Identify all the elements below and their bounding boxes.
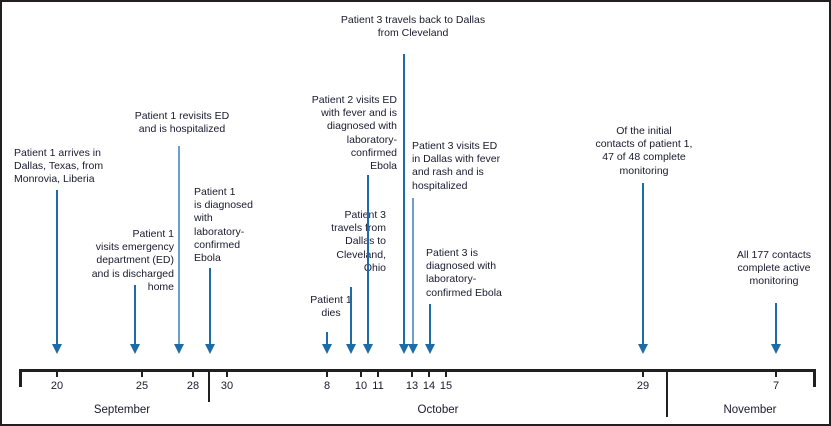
arrow-head-icon — [637, 344, 648, 354]
arrow-head-icon — [345, 344, 356, 354]
axis-tick-14 — [428, 369, 430, 377]
arrow-stem — [428, 304, 432, 345]
arrow-head-icon — [424, 344, 435, 354]
arrow-p3-travels — [343, 287, 359, 354]
arrow-p1-dies — [319, 332, 335, 354]
divider-oct-nov — [666, 372, 668, 417]
axis-tick-label-13: 13 — [405, 380, 419, 392]
arrow-head-icon — [173, 344, 184, 354]
axis-tick-20 — [56, 369, 58, 377]
axis-tick-10 — [360, 369, 362, 377]
note-p1-revisits: Patient 1 revisits ED and is hospitalize… — [134, 110, 230, 136]
axis-tick-30 — [226, 369, 228, 377]
axis-tick-label-28: 28 — [186, 380, 200, 392]
arrow-stem — [349, 287, 353, 345]
axis-tick-8 — [326, 369, 328, 377]
axis-month-september: September — [93, 404, 151, 416]
axis-tick-29 — [642, 369, 644, 377]
arrow-stem — [774, 303, 778, 345]
axis-bar — [19, 369, 816, 372]
axis-tick-28 — [192, 369, 194, 377]
axis-tick-label-29: 29 — [636, 380, 650, 392]
axis-tick-13 — [411, 369, 413, 377]
arrow-stem — [366, 175, 370, 345]
axis-tick-25 — [141, 369, 143, 377]
axis-tick-label-20: 20 — [50, 380, 64, 392]
axis-tick-label-30: 30 — [220, 380, 234, 392]
axis-endcap-left — [19, 369, 22, 387]
arrow-head-icon — [770, 344, 781, 354]
arrow-stem — [55, 190, 59, 345]
arrow-head-icon — [398, 344, 409, 354]
note-p1-ed-discharged: Patient 1 visits emergency department (E… — [91, 228, 174, 293]
axis-tick-label-7: 7 — [772, 380, 780, 392]
arrow-head-icon — [51, 344, 62, 354]
arrow-stem — [411, 198, 415, 345]
divider-sept-oct — [208, 372, 210, 402]
arrow-p1-revisits — [171, 146, 187, 354]
note-p3-visits-ed: Patient 3 visits ED in Dallas with fever… — [412, 140, 501, 192]
note-p1-diagnosed: Patient 1 is diagnosed with laboratory- … — [194, 186, 253, 265]
axis-month-october: October — [417, 404, 459, 416]
arrow-stem — [325, 332, 329, 345]
arrow-p3-back-to-dallas — [396, 54, 412, 354]
note-initial-contacts: Of the initial contacts of patient 1, 47… — [595, 125, 693, 177]
arrow-initial-contacts — [635, 183, 651, 354]
note-p3-diagnosed: Patient 3 is diagnosed with laboratory- … — [426, 247, 502, 299]
arrow-stem — [402, 54, 406, 345]
axis-month-november: November — [723, 404, 777, 416]
note-p3-back-to-dallas: Patient 3 travels back to Dallas from Cl… — [340, 14, 486, 40]
arrow-stem — [133, 285, 137, 345]
arrow-p1-ed-discharged — [127, 285, 143, 354]
arrow-p3-visits-ed — [405, 198, 421, 354]
arrow-head-icon — [204, 344, 215, 354]
arrow-head-icon — [407, 344, 418, 354]
axis-tick-15 — [445, 369, 447, 377]
arrow-head-icon — [321, 344, 332, 354]
axis-tick-label-14: 14 — [422, 380, 436, 392]
note-p1-dies: Patient 1 dies — [310, 294, 352, 320]
axis-tick-label-15: 15 — [439, 380, 453, 392]
axis-tick-label-10: 10 — [354, 380, 368, 392]
arrow-stem — [177, 146, 181, 345]
note-p1-arrives: Patient 1 arrives in Dallas, Texas, from… — [14, 147, 104, 186]
axis-tick-7 — [775, 369, 777, 377]
axis-tick-label-8: 8 — [323, 380, 331, 392]
arrow-stem — [641, 183, 645, 345]
axis-tick-label-11: 11 — [372, 380, 384, 392]
axis-endcap-right — [813, 369, 816, 387]
arrow-p2-visits-ed — [360, 175, 376, 354]
arrow-head-icon — [362, 344, 373, 354]
arrow-stem — [208, 268, 212, 345]
note-all-contacts: All 177 contacts complete active monitor… — [736, 249, 812, 288]
arrow-p1-arrives — [49, 190, 65, 354]
arrow-p3-diagnosed — [422, 304, 438, 354]
axis-tick-label-25: 25 — [135, 380, 149, 392]
axis-tick-11 — [377, 369, 379, 377]
arrow-p1-diagnosed — [202, 268, 218, 354]
note-p2-visits-ed: Patient 2 visits ED with fever and is di… — [311, 94, 397, 173]
arrow-head-icon — [129, 344, 140, 354]
arrow-all-contacts — [768, 303, 784, 354]
